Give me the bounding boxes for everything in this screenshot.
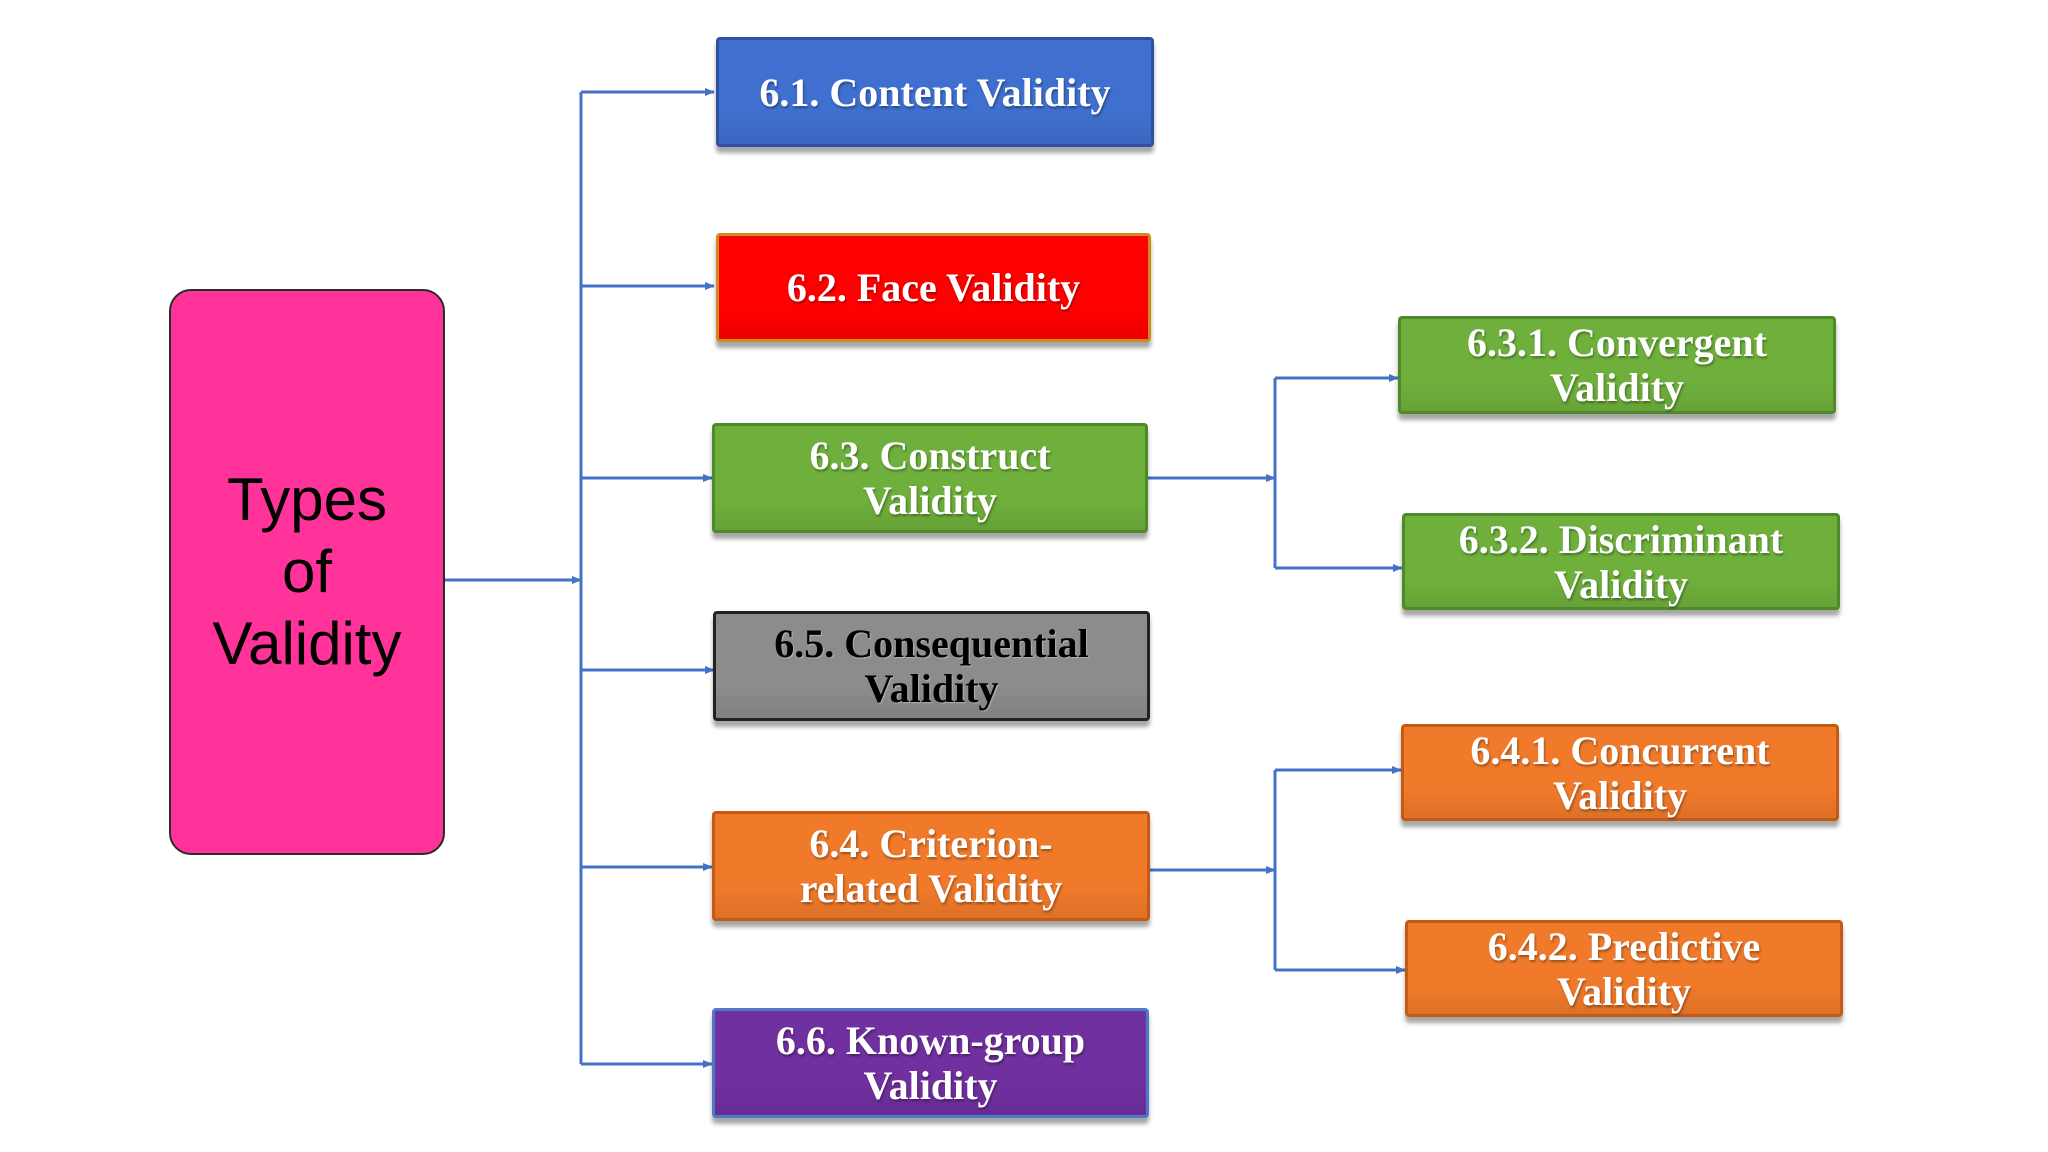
node-criterion-related-validity: 6.4. Criterion- related Validity xyxy=(712,811,1150,921)
node-convergent-validity: 6.3.1. Convergent Validity xyxy=(1398,316,1836,414)
node-discriminant-validity-label: 6.3.2. Discriminant Validity xyxy=(1458,516,1784,607)
root-node-types-of-validity: Types of Validity xyxy=(169,289,445,855)
node-convergent-validity-label: 6.3.1. Convergent Validity xyxy=(1467,320,1767,410)
node-criterion-related-validity-label: 6.4. Criterion- related Validity xyxy=(799,821,1063,911)
node-known-group-validity: 6.6. Known-group Validity xyxy=(712,1008,1149,1118)
node-content-validity-label: 6.1. Content Validity xyxy=(759,69,1111,115)
node-concurrent-validity: 6.4.1. Concurrent Validity xyxy=(1401,724,1839,821)
node-consequential-validity: 6.5. Consequential Validity xyxy=(713,611,1150,721)
node-known-group-validity-label: 6.6. Known-group Validity xyxy=(775,1018,1086,1108)
node-predictive-validity-label: 6.4.2. Predictive Validity xyxy=(1487,923,1761,1014)
node-construct-validity: 6.3. Construct Validity xyxy=(712,423,1148,533)
node-consequential-validity-label: 6.5. Consequential Validity xyxy=(774,621,1089,711)
node-discriminant-validity: 6.3.2. Discriminant Validity xyxy=(1402,513,1840,610)
node-predictive-validity: 6.4.2. Predictive Validity xyxy=(1405,920,1843,1017)
node-content-validity: 6.1. Content Validity xyxy=(716,37,1154,147)
node-concurrent-validity-label: 6.4.1. Concurrent Validity xyxy=(1470,727,1770,818)
root-node-label: Types of Validity xyxy=(212,466,402,677)
node-face-validity: 6.2. Face Validity xyxy=(716,233,1151,342)
node-face-validity-label: 6.2. Face Validity xyxy=(786,265,1081,310)
node-construct-validity-label: 6.3. Construct Validity xyxy=(809,433,1051,523)
